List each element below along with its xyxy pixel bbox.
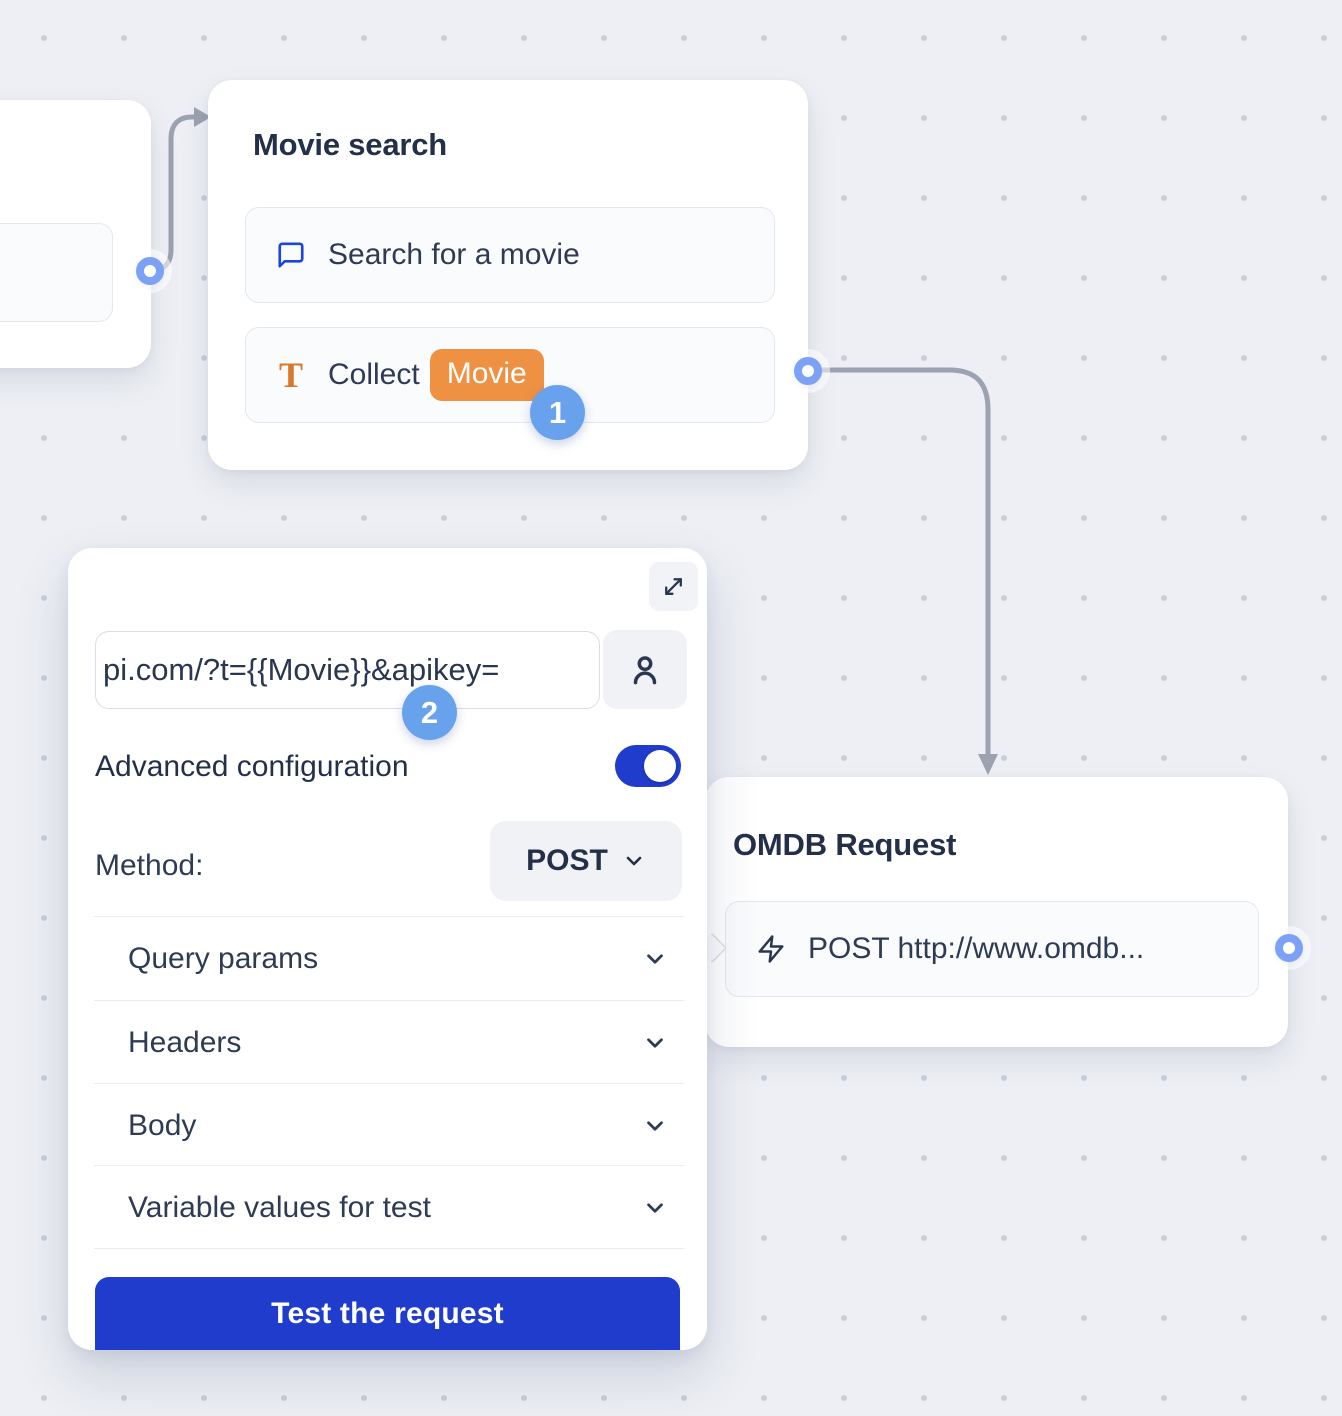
expand-diagonal-icon bbox=[661, 574, 686, 599]
connector-movie-to-omdb bbox=[822, 370, 988, 756]
expand-panel-button[interactable] bbox=[649, 562, 698, 611]
chevron-down-icon bbox=[642, 1195, 668, 1221]
connection-port-movie-search-output[interactable] bbox=[794, 357, 822, 385]
section-headers[interactable]: Headers bbox=[94, 1001, 684, 1084]
section-query-params[interactable]: Query params bbox=[94, 917, 684, 1000]
previous-node-item[interactable] bbox=[0, 223, 113, 322]
connection-port-previous-node[interactable] bbox=[136, 257, 164, 285]
movie-search-node[interactable]: Movie search Search for a movie T Collec… bbox=[208, 80, 808, 470]
section-label: Query params bbox=[128, 942, 318, 976]
advanced-configuration-label: Advanced configuration bbox=[95, 750, 409, 784]
chevron-down-icon bbox=[642, 946, 668, 972]
variable-chip-movie[interactable]: Movie bbox=[430, 349, 544, 402]
step-badge-1: 1 bbox=[530, 385, 585, 440]
node-item-webhook-post[interactable]: POST http://www.omdb... bbox=[725, 901, 1259, 997]
section-label: Headers bbox=[128, 1026, 241, 1060]
section-label: Variable values for test bbox=[128, 1191, 431, 1225]
omdb-request-node[interactable]: OMDB Request POST http://www.omdb... bbox=[705, 777, 1288, 1047]
test-request-button[interactable]: Test the request bbox=[95, 1277, 680, 1350]
section-variable-values[interactable]: Variable values for test bbox=[94, 1166, 684, 1249]
connection-port-omdb-output[interactable] bbox=[1275, 934, 1303, 962]
chevron-down-icon bbox=[642, 1030, 668, 1056]
node-item-collect-movie[interactable]: T Collect Movie bbox=[245, 327, 775, 423]
node-item-search-for-movie[interactable]: Search for a movie bbox=[245, 207, 775, 303]
item-label: POST http://www.omdb... bbox=[808, 932, 1144, 966]
step-badge-2: 2 bbox=[402, 685, 457, 740]
method-label: Method: bbox=[95, 849, 203, 883]
url-input-value: pi.com/?t={{Movie}}&apikey= bbox=[96, 652, 499, 688]
chevron-down-icon bbox=[622, 849, 646, 873]
method-dropdown[interactable]: POST bbox=[490, 821, 682, 901]
url-input[interactable]: pi.com/?t={{Movie}}&apikey= bbox=[95, 631, 600, 709]
connector-prev-to-movie bbox=[150, 117, 194, 271]
previous-node-card[interactable] bbox=[0, 100, 151, 368]
section-label: Body bbox=[128, 1109, 196, 1143]
node-title: OMDB Request bbox=[733, 827, 956, 863]
method-value: POST bbox=[526, 844, 608, 878]
toggle-knob bbox=[644, 750, 676, 782]
webhook-config-panel: pi.com/?t={{Movie}}&apikey= Advanced con… bbox=[68, 548, 707, 1350]
lightning-icon bbox=[754, 934, 788, 964]
node-title: Movie search bbox=[253, 127, 447, 163]
chat-bubble-icon bbox=[274, 240, 308, 270]
item-label: Search for a movie bbox=[328, 238, 580, 272]
item-label: Collect bbox=[328, 358, 420, 392]
user-icon bbox=[626, 651, 664, 689]
chevron-down-icon bbox=[642, 1113, 668, 1139]
text-icon: T bbox=[274, 357, 308, 393]
insert-variable-button[interactable] bbox=[603, 630, 687, 709]
arrowhead-down-icon bbox=[978, 754, 998, 775]
advanced-configuration-toggle[interactable] bbox=[615, 745, 681, 787]
section-body[interactable]: Body bbox=[94, 1084, 684, 1167]
divider bbox=[94, 1248, 684, 1249]
